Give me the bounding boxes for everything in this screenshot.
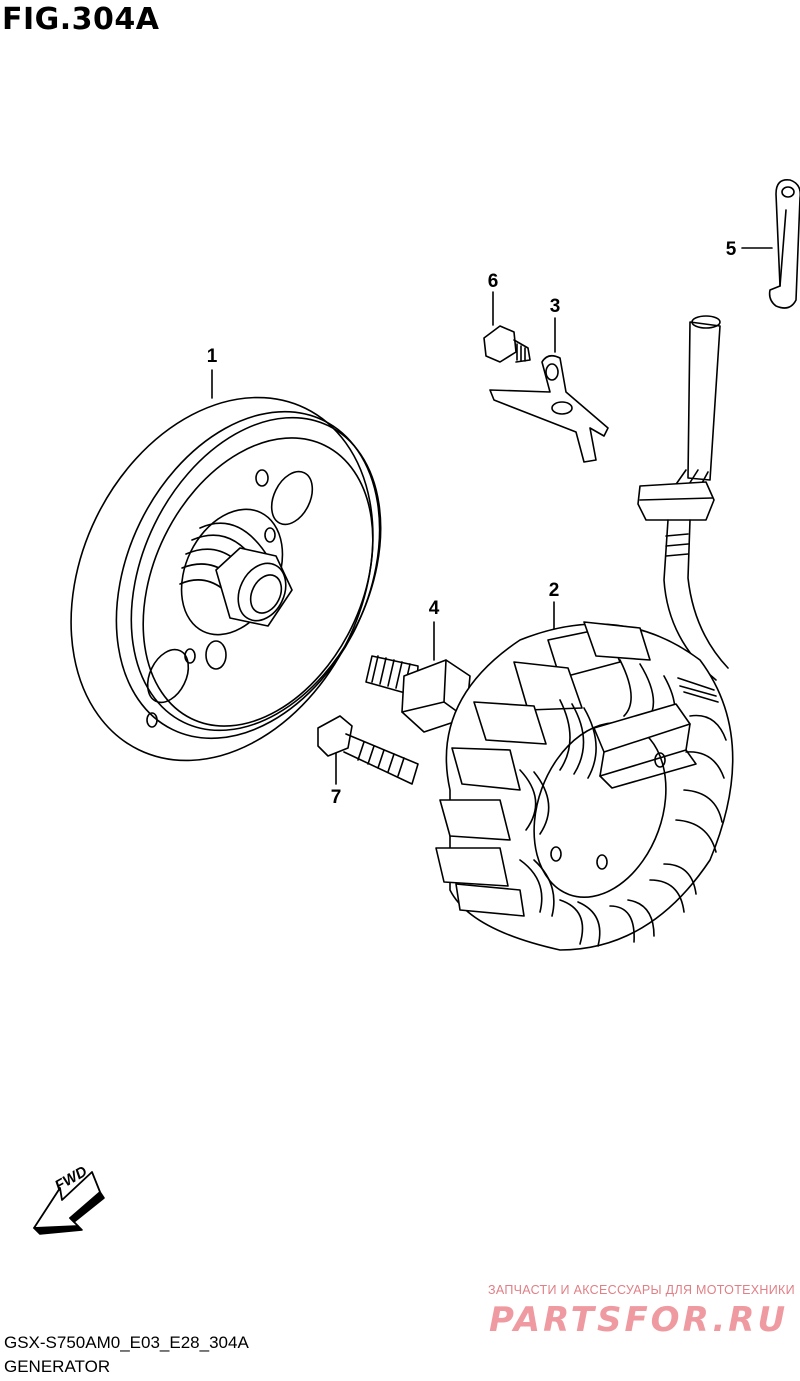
diagram-code: GSX-S750AM0_E03_E28_304A (4, 1333, 249, 1352)
wire-clamp (741, 178, 800, 309)
watermark-brand: PARTSFOR.RU (489, 1300, 789, 1340)
rotor-bolt (365, 621, 471, 733)
fwd-arrow-icon (33, 1171, 105, 1235)
figure-title: FIG.304A (2, 2, 160, 37)
callout-1: 1 (207, 346, 218, 367)
callout-4: 4 (429, 598, 440, 619)
clamp-screw (483, 291, 531, 363)
callout-7: 7 (331, 787, 342, 808)
watermark-tagline: ЗАПЧАСТИ И АКСЕССУАРЫ ДЛЯ МОТОТЕХНИКИ (488, 1283, 795, 1297)
callout-3: 3 (550, 296, 561, 317)
stator-screw (317, 715, 419, 785)
callout-2: 2 (549, 580, 560, 601)
callout-6: 6 (488, 271, 499, 292)
diagram-name: GENERATOR (4, 1357, 111, 1376)
callout-5: 5 (726, 239, 737, 260)
wiring-harness (637, 315, 729, 681)
lead-wire-clamp (489, 317, 609, 463)
rotor-flywheel (70, 369, 382, 762)
stator-coil (435, 601, 734, 951)
